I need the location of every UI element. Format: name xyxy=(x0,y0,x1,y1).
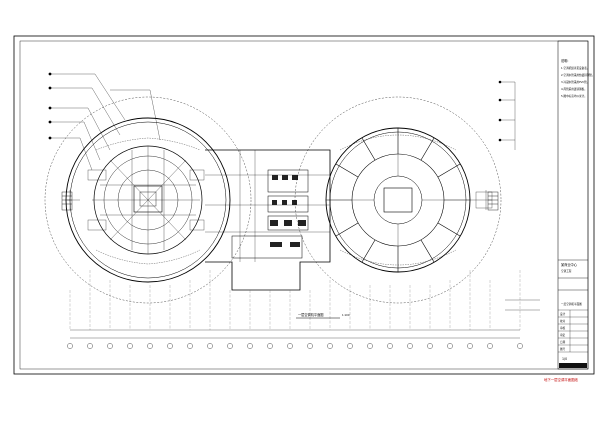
right-radial-walls xyxy=(326,128,470,272)
note-5: 5.图中标高均以米计。 xyxy=(561,94,587,98)
note-2: 2.空调水管采用热镀锌钢管。 xyxy=(561,73,595,77)
central-core xyxy=(205,149,331,291)
right-callouts xyxy=(500,81,540,311)
drawing-caption: 一层空调机平面图 xyxy=(298,312,324,317)
row-label-date: 日期 xyxy=(560,340,566,344)
central-equipment xyxy=(270,175,306,247)
entrance-stairs xyxy=(61,191,499,211)
sheet-number: 1/0 xyxy=(562,357,567,361)
drawing-title: 一层空调机平面图 xyxy=(561,302,582,306)
left-callout-dots xyxy=(48,72,52,140)
drawing-caption-group: 一层空调机平面图 1:100 xyxy=(296,312,350,319)
right-callout-dots xyxy=(498,80,502,142)
title-rows: 设计 校对 审核 审定 日期 图号 xyxy=(558,309,588,353)
title-block: 说明: 1.空调机组详见设备表。 2.空调水管采用热镀锌钢管。 3.冷凝水管采用… xyxy=(557,40,595,370)
left-callouts xyxy=(50,73,161,171)
row-label-check: 校对 xyxy=(560,319,566,323)
footer-banner: 地下一层空调平面图纸 xyxy=(544,377,579,382)
project-sub: 空调工程 xyxy=(561,269,572,273)
left-ductwork xyxy=(66,137,205,265)
stamp-block xyxy=(559,363,587,368)
row-label-review: 审核 xyxy=(560,326,566,330)
dimension-string xyxy=(70,329,520,339)
notes-header: 说明: xyxy=(561,58,568,63)
grid-axis-lines xyxy=(69,270,521,330)
drawing-scale: 1:100 xyxy=(342,313,350,317)
axis-bubbles xyxy=(67,343,523,349)
note-4: 4.风管采用镀锌钢板。 xyxy=(561,87,587,91)
note-3: 3.冷凝水管采用PVC管。 xyxy=(561,80,589,84)
note-1: 1.空调机组详见设备表。 xyxy=(561,66,589,70)
row-label-design: 设计 xyxy=(560,312,566,316)
row-label-number: 图号 xyxy=(560,347,566,351)
project-name: 某商业中心 xyxy=(561,262,578,267)
notes-panel: 说明: 1.空调机组详见设备表。 2.空调水管采用热镀锌钢管。 3.冷凝水管采用… xyxy=(561,58,595,98)
row-label-approve: 审定 xyxy=(560,333,566,337)
